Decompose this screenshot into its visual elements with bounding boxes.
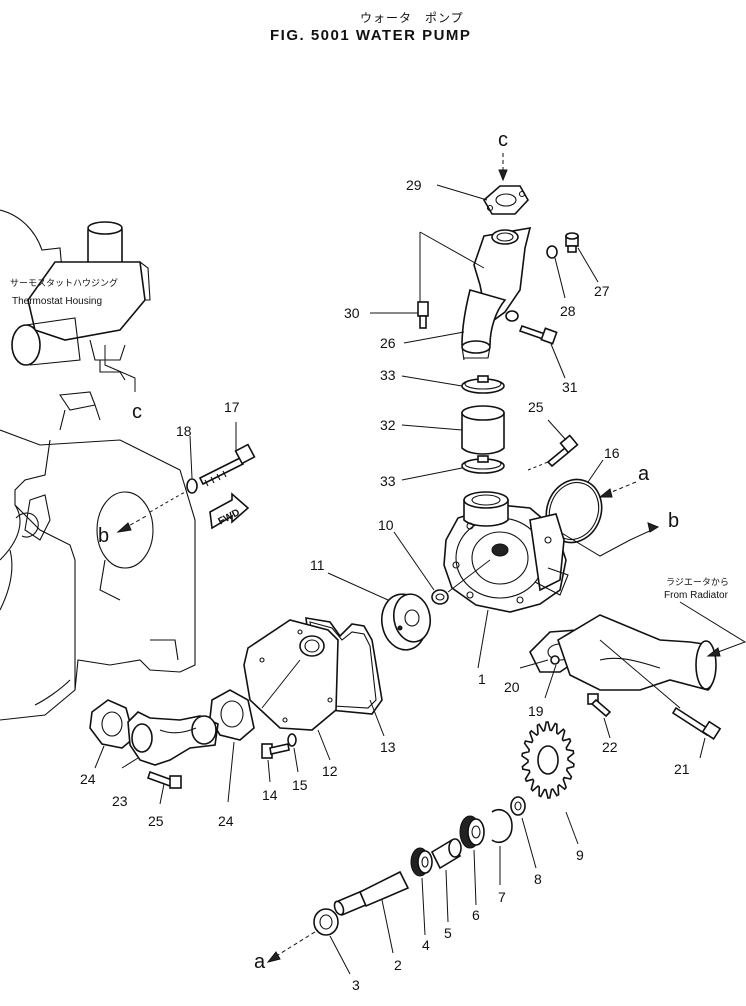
part-label-32: 32 [380, 417, 396, 433]
washer-28 [546, 245, 558, 259]
part-label-25-lower: 25 [148, 813, 164, 829]
part-label-8: 8 [534, 871, 542, 887]
part-label-24-left: 24 [80, 771, 96, 787]
thermostat-label-jp: サーモスタットハウジング [10, 277, 118, 289]
part-label-24-right: 24 [218, 813, 234, 829]
part-label-4: 4 [422, 937, 430, 953]
part-label-5: 5 [444, 925, 452, 941]
impeller-11 [380, 593, 432, 651]
ref-c-upper: c [498, 129, 508, 151]
figure-title: FIG. 5001 WATER PUMP [270, 27, 472, 44]
part-label-22: 22 [602, 739, 618, 755]
seal-3 [313, 908, 339, 936]
bolt-17 [198, 443, 256, 487]
part-label-11: 11 [310, 557, 325, 573]
part-label-15: 15 [292, 777, 308, 793]
ref-c-lower: c [132, 401, 142, 423]
shaft-2 [333, 870, 410, 917]
spacer-5 [430, 838, 462, 870]
clamp-33-upper [461, 375, 505, 394]
bolt-25-lower [146, 770, 182, 789]
part-label-13: 13 [380, 739, 396, 755]
part-label-20: 20 [504, 679, 520, 695]
bolt-25-upper [546, 434, 579, 468]
part-label-29: 29 [406, 177, 422, 193]
bolt-31 [518, 324, 558, 345]
part-label-21: 21 [674, 761, 690, 777]
ref-a-right: a [638, 463, 650, 485]
pump-body-1 [443, 491, 569, 613]
bearing-6 [459, 815, 485, 849]
bolt-22 [587, 693, 612, 718]
part-label-2: 2 [394, 957, 402, 973]
part-label-25-upper: 25 [528, 399, 544, 415]
part-label-33-lower: 33 [380, 473, 396, 489]
part-label-19: 19 [528, 703, 544, 719]
inlet-elbow [550, 614, 717, 691]
bolt-30 [417, 301, 429, 329]
part-label-12: 12 [322, 763, 338, 779]
part-label-17: 17 [224, 399, 240, 415]
title-japanese: ウォータ ポンプ [360, 11, 464, 25]
part-label-9: 9 [576, 847, 584, 863]
part-label-33-upper: 33 [380, 367, 396, 383]
part-label-23: 23 [112, 793, 128, 809]
part-label-28: 28 [560, 303, 576, 319]
engine-block [0, 391, 196, 721]
thermostat-housing [0, 209, 151, 381]
collar-8 [510, 796, 526, 816]
part-label-14: 14 [262, 787, 278, 803]
gear-9 [521, 721, 575, 799]
gasket-29 [482, 185, 529, 215]
bearing-4 [410, 847, 433, 877]
snap-ring-7 [491, 808, 513, 844]
part-label-30: 30 [344, 305, 360, 321]
screw-14 [261, 743, 290, 759]
part-numbers: 1 2 3 4 5 6 7 8 9 10 11 12 13 14 15 16 1… [80, 177, 690, 993]
ref-b-right: b [668, 510, 679, 532]
gasket-24-left [89, 699, 135, 749]
bolt-27 [565, 232, 579, 253]
outlet-elbow-26 [461, 227, 532, 361]
radiator-label: From Radiator [664, 590, 729, 601]
part-label-26: 26 [380, 335, 396, 351]
part-label-6: 6 [472, 907, 480, 923]
nut-10 [431, 589, 449, 605]
part-label-1: 1 [478, 671, 486, 687]
fwd-arrow: FWD [209, 492, 250, 530]
part-label-7: 7 [498, 889, 506, 905]
elbow-23 [127, 711, 219, 766]
part-label-10: 10 [378, 517, 394, 533]
part-label-31: 31 [562, 379, 578, 395]
part-label-3: 3 [352, 977, 360, 993]
ref-a-bottom: a [254, 951, 266, 973]
cover-12 [243, 619, 339, 731]
part-label-27: 27 [594, 283, 610, 299]
hose-32 [461, 405, 505, 455]
part-label-16: 16 [604, 445, 620, 461]
washer-18 [186, 478, 198, 494]
clamp-33-lower [461, 455, 505, 474]
part-label-18: 18 [176, 423, 192, 439]
radiator-label-jp: ラジエータから [666, 577, 729, 588]
washer-15 [287, 733, 297, 747]
ref-b-left: b [98, 525, 109, 547]
bolt-21 [671, 706, 722, 740]
thermostat-label: Thermostat Housing [12, 296, 102, 307]
